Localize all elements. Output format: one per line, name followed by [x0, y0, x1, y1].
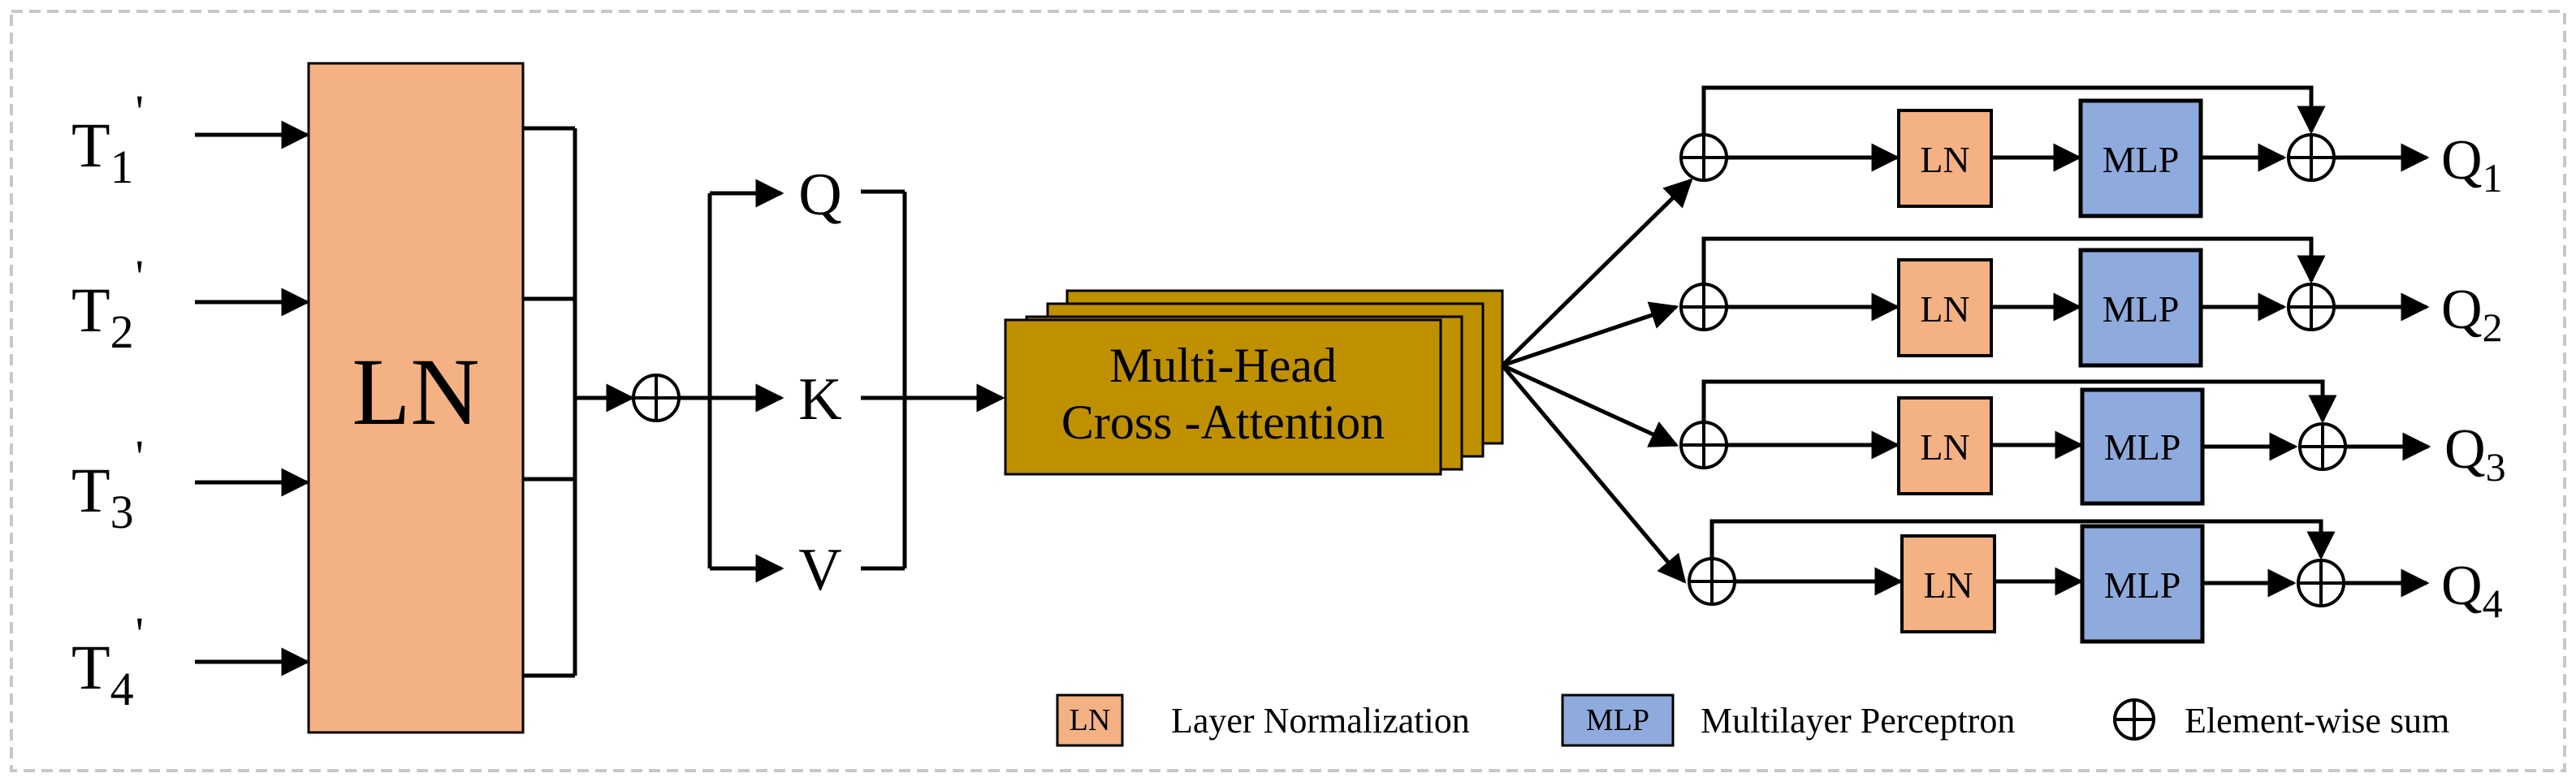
label-v: V: [798, 537, 841, 603]
attention-label-line1: Multi-Head: [1109, 339, 1337, 392]
branch-2-mlp-box: [2078, 248, 2203, 368]
branch-4-ln-box: [1900, 534, 1996, 633]
svg-text:LN: LN: [1920, 139, 1969, 180]
input-t4: T4': [71, 607, 144, 715]
svg-text:LN: LN: [1920, 426, 1969, 468]
big-ln-label: LN: [352, 339, 479, 445]
branch-4-mlp-box: [2080, 524, 2205, 644]
input-t3: T3': [71, 430, 144, 538]
legend-ln-text: Layer Normalization: [1171, 701, 1470, 741]
branch-2: LN MLP Q2: [1679, 236, 2503, 368]
branch-2-ln-box: [1897, 258, 1993, 357]
branch-4: LN MLP Q4: [1688, 519, 2503, 644]
legend: LN Layer Normalization MLP Multilayer Pe…: [1056, 693, 2449, 747]
svg-text:T4': T4': [71, 607, 144, 715]
legend-mlp-swatch: [1561, 693, 1675, 747]
attention-block: [1004, 289, 1504, 476]
label-k: K: [798, 366, 841, 433]
branch-3-ln-box: [1897, 396, 1993, 495]
svg-text:T1': T1': [71, 85, 144, 193]
legend-ln-swatch: [1056, 693, 1124, 747]
fanout-arrow-4: [1501, 364, 1687, 584]
legend-ln-swatch-label: LN: [1070, 703, 1111, 737]
big-ln-block: [307, 62, 525, 734]
output-q2: Q2: [2441, 279, 2503, 350]
legend-sum-text: Element-wise sum: [2185, 701, 2449, 741]
fanout-arrow-2: [1502, 301, 1679, 368]
fanout-arrow-1: [1501, 178, 1693, 367]
input-t2: T2': [71, 250, 144, 358]
svg-text:LN: LN: [1920, 288, 1969, 330]
sum-node-main: [632, 374, 681, 422]
output-q1: Q1: [2441, 129, 2503, 201]
attention-label-line2: Cross -Attention: [1061, 395, 1385, 449]
input-t1: T1': [71, 85, 144, 193]
branch-3: LN MLP Q3: [1679, 379, 2506, 506]
legend-sum-icon: [2113, 698, 2155, 741]
legend-mlp-swatch-label: MLP: [1586, 703, 1649, 737]
fanout-arrow-3: [1501, 363, 1679, 447]
svg-text:T3': T3': [71, 430, 144, 538]
output-q3: Q3: [2444, 418, 2506, 490]
branch-3-mlp-box: [2080, 387, 2205, 506]
svg-text:MLP: MLP: [2103, 139, 2180, 180]
svg-text:MLP: MLP: [2104, 564, 2181, 606]
branch-1-mlp-box: [2078, 98, 2203, 218]
outer-frame: [10, 10, 2566, 772]
legend-mlp-text: Multilayer Perceptron: [1701, 701, 2015, 741]
svg-text:LN: LN: [1923, 564, 1973, 606]
label-q: Q: [798, 162, 841, 228]
branch-1-ln-box: [1897, 109, 1993, 208]
svg-text:MLP: MLP: [2104, 426, 2181, 468]
svg-text:T2': T2': [71, 250, 144, 358]
output-q4: Q4: [2441, 555, 2503, 626]
svg-text:MLP: MLP: [2103, 288, 2180, 330]
branch-1: LN MLP Q1: [1679, 85, 2503, 218]
